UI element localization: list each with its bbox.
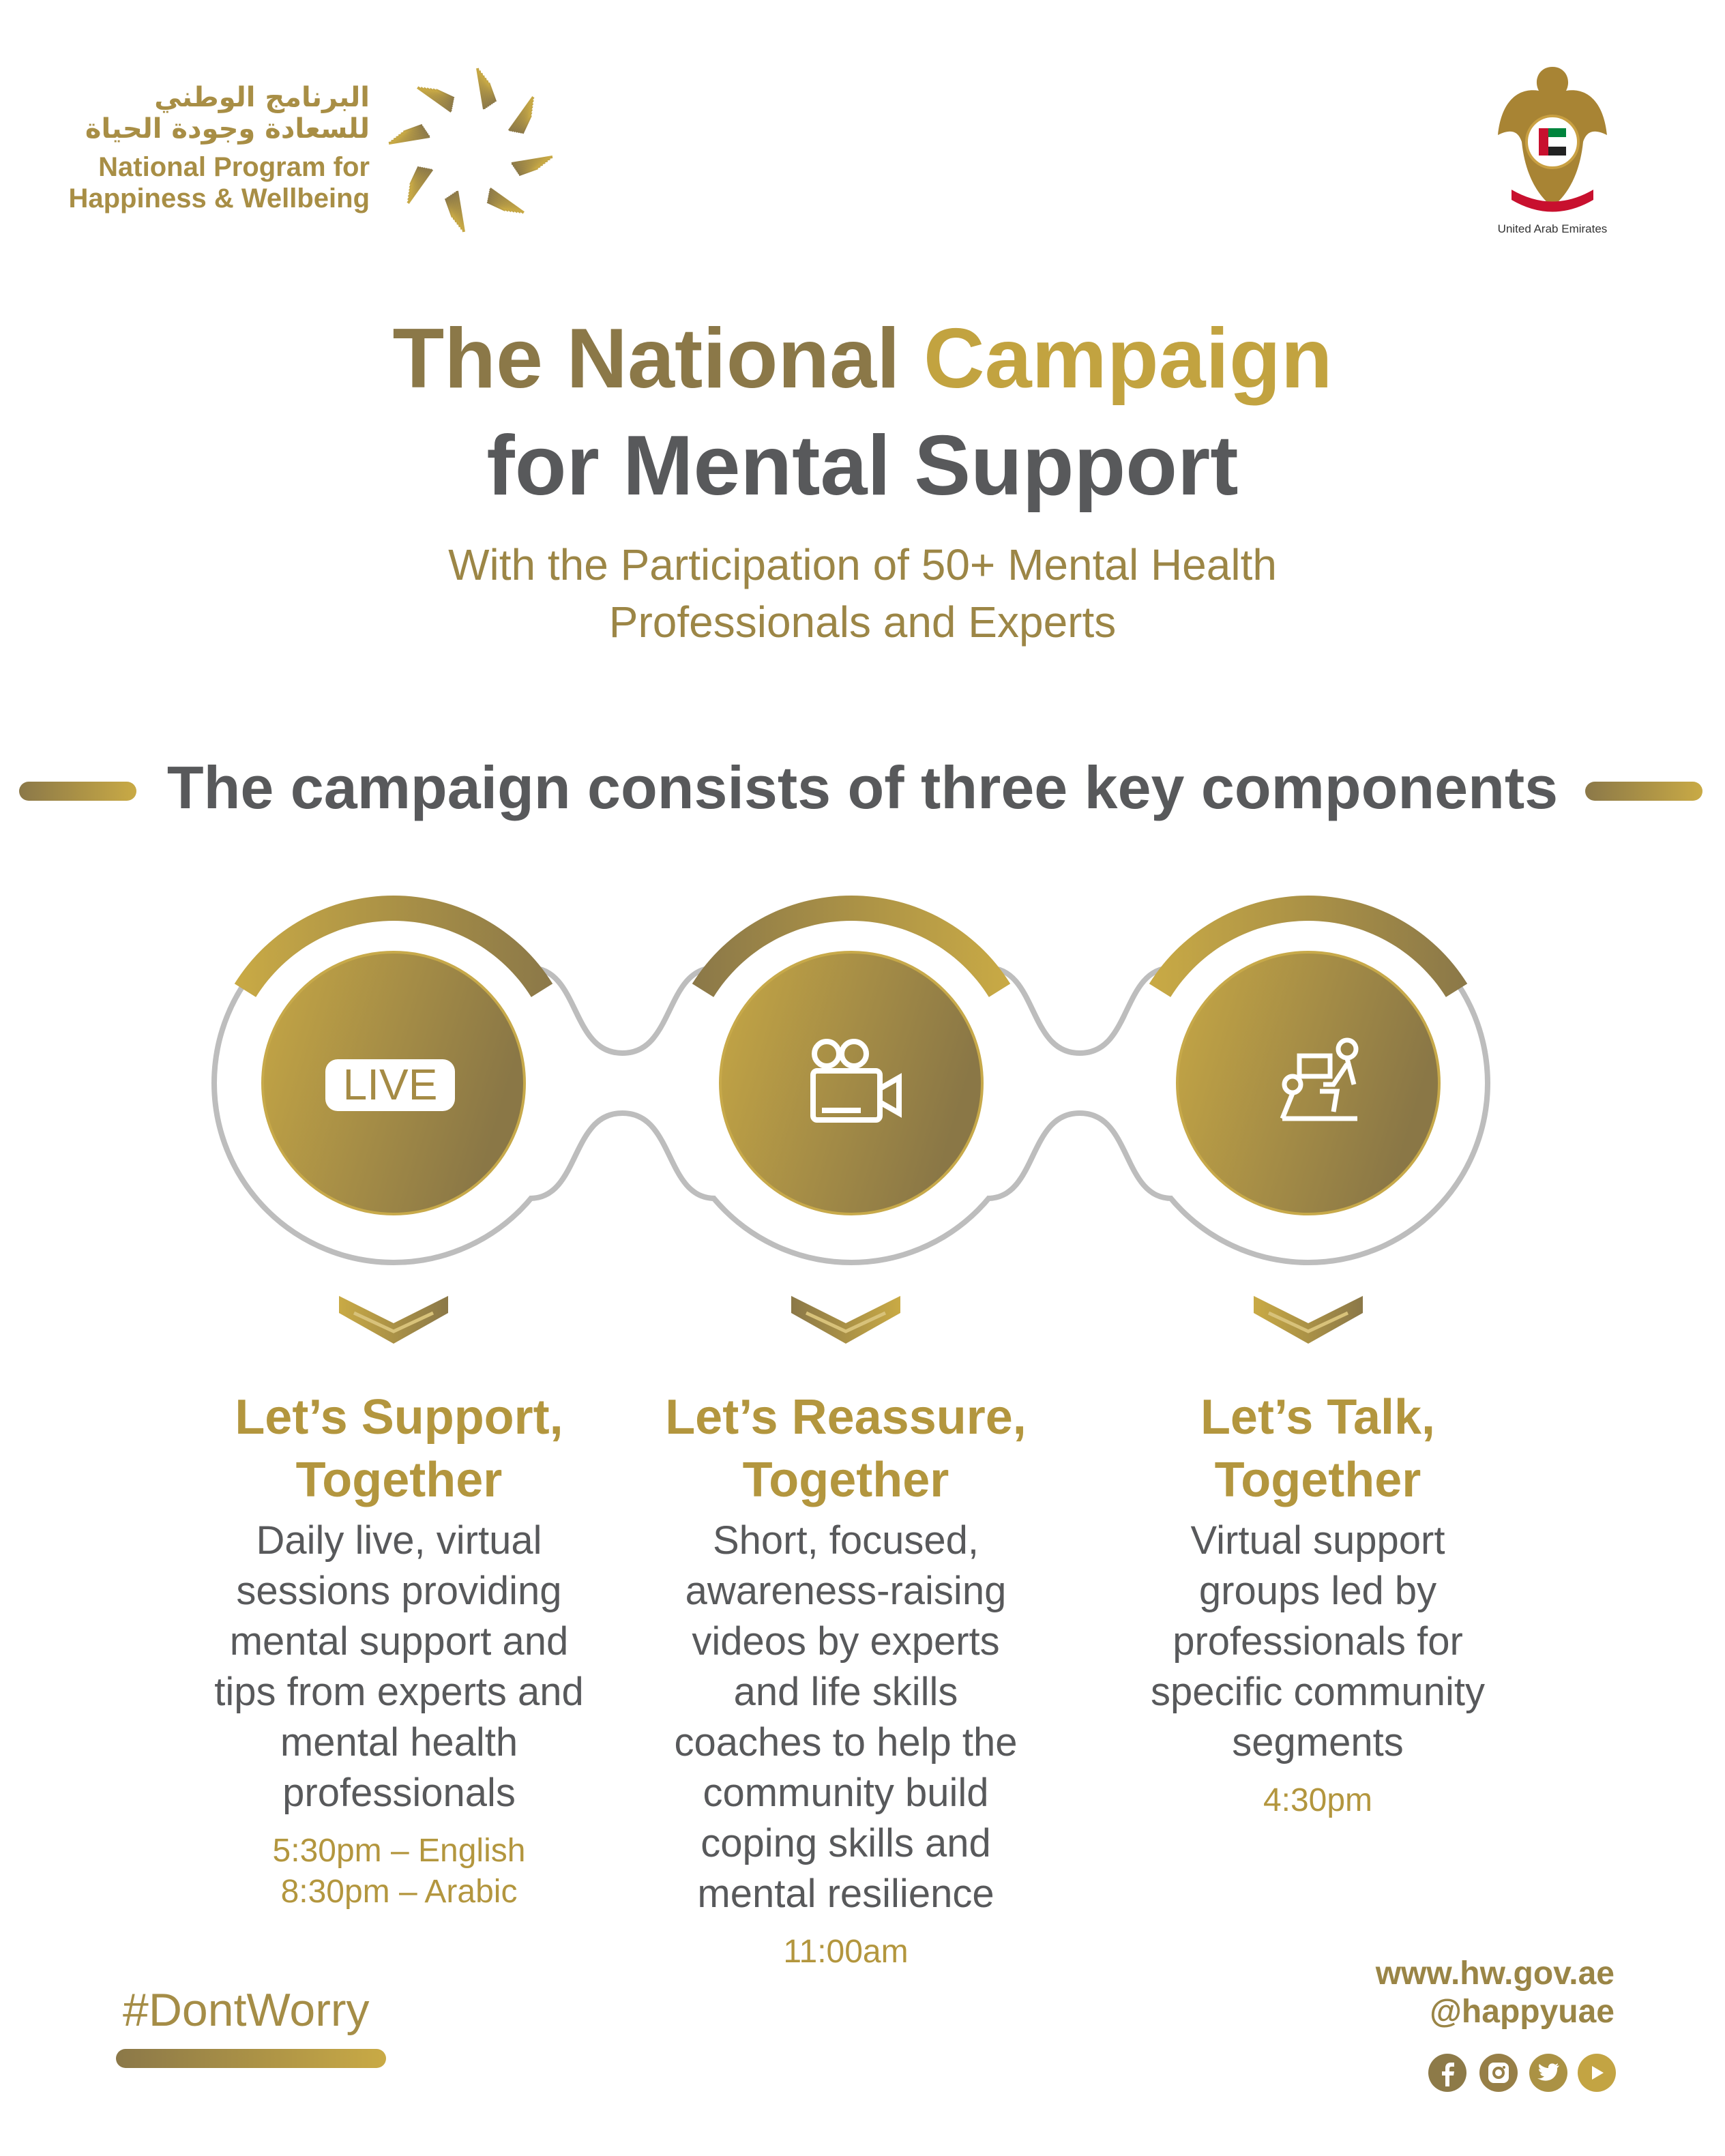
component-heading: Let’s Talk,Together	[1200, 1390, 1436, 1507]
text-line: mental support and	[229, 1619, 569, 1664]
component-description: Daily live, virtual sessions providing men…	[181, 1516, 617, 1818]
component-heading: Let’s Support,Together	[235, 1390, 563, 1507]
logo-english-line2: Happiness & Wellbeing	[68, 183, 370, 213]
component-heading: Let’s Reassure,Together	[665, 1390, 1027, 1507]
video-camera-icon	[810, 1039, 902, 1123]
support-group-icon	[1280, 1037, 1359, 1121]
chevron-inner	[805, 1311, 887, 1333]
social-handle[interactable]: @happyuae	[1430, 1994, 1615, 2030]
chevron-down-icon	[339, 1296, 448, 1344]
website-link[interactable]: www.hw.gov.ae	[1375, 1955, 1615, 1992]
component-support: Let’s Support,Together Daily live, virtu…	[181, 1386, 617, 1913]
text-line: sessions providing	[236, 1569, 562, 1613]
gold-circle-group	[1176, 951, 1441, 1215]
gold-circle-video	[719, 951, 984, 1215]
component-description: Short, focused, awareness-raising videos b…	[628, 1516, 1064, 1919]
text-line: 8:30pm – Arabic	[280, 1874, 518, 1910]
heading-bar-left	[19, 782, 136, 801]
hashtag-bar	[116, 2049, 386, 2068]
text-line: 4:30pm	[1263, 1782, 1373, 1818]
chevron-inner	[353, 1311, 434, 1333]
text-line: Daily live, virtual	[256, 1518, 542, 1563]
text-line: mental resilience	[697, 1872, 994, 1916]
heading-bar-right	[1585, 782, 1702, 801]
twitter-icon[interactable]	[1529, 2054, 1567, 2092]
live-icon: LIVE	[325, 1059, 455, 1111]
hashtag: #DontWorry	[123, 1984, 370, 2036]
component-times: 5:30pm – English 8:30pm – Arabic	[181, 1831, 617, 1913]
component-times: 4:30pm	[1100, 1780, 1536, 1821]
text-line: mental health	[280, 1720, 518, 1764]
section-heading: The campaign consists of three key compo…	[166, 754, 1559, 821]
contact-info: www.hw.gov.ae @happyuae	[1376, 1955, 1615, 2031]
text-line: tips from experts and	[214, 1670, 584, 1714]
top-arc-video	[692, 895, 1011, 997]
youtube-icon[interactable]	[1578, 2054, 1616, 2092]
logo-arabic-line2: للسعادة وجودة الحياة	[85, 113, 370, 145]
text-line: professionals for	[1173, 1619, 1463, 1664]
text-line: and life skills	[733, 1670, 958, 1714]
emblem-caption: United Arab Emirates	[1497, 222, 1608, 235]
title-campaign: Campaign	[924, 312, 1333, 406]
subtitle-line2: Professionals and Experts	[608, 597, 1117, 647]
text-line: awareness-raising	[685, 1569, 1007, 1613]
text-line: coaches to help the	[674, 1720, 1018, 1764]
components-diagram: LIVE	[211, 895, 1490, 1344]
component-talk: Let’s Talk,Together Virtual support group…	[1100, 1386, 1536, 1821]
text-line: specific community	[1151, 1670, 1485, 1714]
title-the-national: The National	[392, 312, 924, 406]
text-line: 5:30pm – English	[272, 1833, 526, 1869]
component-times: 11:00am	[628, 1932, 1064, 1973]
text-line: Short, focused,	[712, 1518, 979, 1563]
text-line: 11:00am	[783, 1934, 909, 1970]
page-title-line2: for Mental Support	[486, 419, 1239, 513]
top-arc-live	[234, 895, 553, 997]
text-line: professionals	[282, 1771, 516, 1815]
logo-arabic-line1: البرنامج الوطني	[154, 82, 370, 113]
subtitle: With the Participation of 50+ Mental Hea…	[0, 536, 1725, 651]
text-line: community build	[703, 1771, 989, 1815]
chevron-inner	[1267, 1311, 1349, 1333]
svg-text:LIVE: LIVE	[343, 1060, 438, 1109]
chevron-down-icon	[791, 1296, 900, 1344]
subtitle-line1: With the Participation of 50+ Mental Hea…	[448, 540, 1277, 589]
text-line: videos by experts	[692, 1619, 1000, 1664]
text-line: coping skills and	[701, 1821, 991, 1865]
instagram-icon[interactable]	[1479, 2054, 1518, 2092]
logo-english-line1: National Program for	[98, 152, 370, 182]
happiness-star-logo-icon	[388, 68, 553, 233]
text-line: segments	[1232, 1720, 1404, 1764]
text-line: Virtual support	[1190, 1518, 1445, 1563]
facebook-icon[interactable]	[1428, 2054, 1466, 2092]
component-description: Virtual support groups led by professional…	[1100, 1516, 1536, 1768]
component-reassure: Let’s Reassure,Together Short, focused, a…	[628, 1386, 1064, 1973]
uae-emblem-icon	[1498, 67, 1607, 212]
top-arc-group	[1149, 896, 1468, 997]
page-title-line1: The National Campaign	[0, 310, 1725, 407]
text-line: groups led by	[1198, 1569, 1437, 1613]
chevron-down-icon	[1254, 1296, 1363, 1344]
